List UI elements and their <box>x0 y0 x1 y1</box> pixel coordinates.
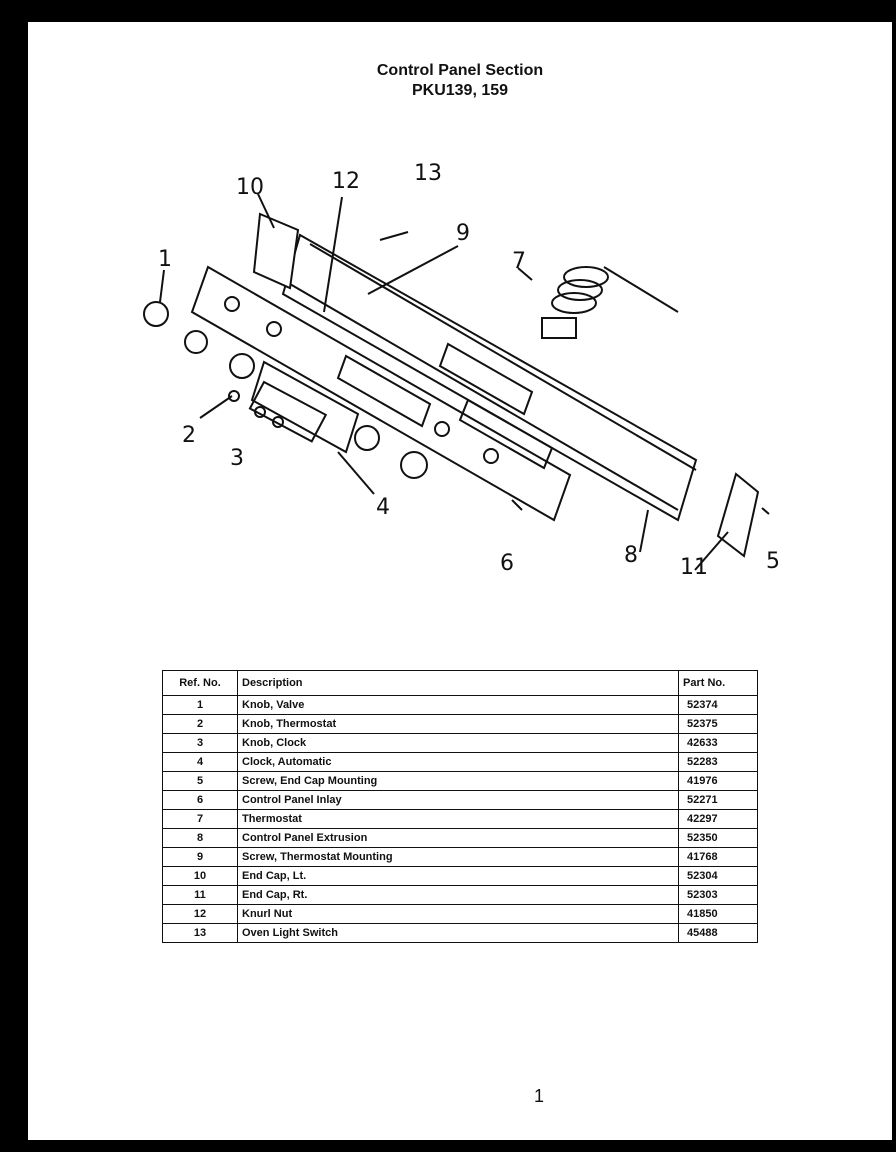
part-no-cell: 52350 <box>678 828 758 848</box>
description-cell: Knob, Thermostat <box>237 714 679 734</box>
part-no-cell: 41850 <box>678 904 758 924</box>
description-cell: Clock, Automatic <box>237 752 679 772</box>
description-header: Description <box>237 670 679 696</box>
part-no-cell: 52303 <box>678 885 758 905</box>
ref-no-header: Ref. No. <box>162 670 238 696</box>
control-panel-inlay <box>190 265 572 522</box>
end-cap-left <box>252 212 300 290</box>
callout-11: 11 <box>680 555 708 580</box>
extrusion-window <box>458 398 554 470</box>
knob-thermostat <box>229 353 255 379</box>
callout-5: 5 <box>766 549 780 574</box>
ref-no-cell: 11 <box>162 885 238 905</box>
knob-valve <box>354 425 380 451</box>
part-no-cell: 41768 <box>678 847 758 867</box>
page-number: 1 <box>534 1086 545 1106</box>
page-subtitle: PKU139, 159 <box>411 82 509 99</box>
callout-8: 8 <box>624 543 638 568</box>
description-cell: Knob, Valve <box>237 695 679 715</box>
part-no-cell: 42297 <box>678 809 758 829</box>
ref-no-cell: 6 <box>162 790 238 810</box>
part-no-cell: 52374 <box>678 695 758 715</box>
description-cell: Screw, Thermostat Mounting <box>237 847 679 867</box>
ref-no-cell: 5 <box>162 771 238 791</box>
description-cell: Knurl Nut <box>237 904 679 924</box>
callout-2: 2 <box>182 423 196 448</box>
callout-4: 4 <box>376 495 390 520</box>
knob-clock <box>228 390 240 402</box>
part-no-cell: 52283 <box>678 752 758 772</box>
callout-9: 9 <box>456 221 470 246</box>
knob-clock <box>254 406 266 418</box>
ref-no-cell: 2 <box>162 714 238 734</box>
callout-7: 7 <box>512 249 526 274</box>
clock-automatic <box>250 360 360 454</box>
part-no-cell: 41976 <box>678 771 758 791</box>
ref-no-cell: 4 <box>162 752 238 772</box>
ref-no-cell: 3 <box>162 733 238 753</box>
description-cell: Oven Light Switch <box>237 923 679 943</box>
extrusion-window <box>438 342 534 416</box>
ref-no-cell: 7 <box>162 809 238 829</box>
part-no-cell: 42633 <box>678 733 758 753</box>
ref-no-cell: 12 <box>162 904 238 924</box>
ref-no-cell: 8 <box>162 828 238 848</box>
ref-no-cell: 10 <box>162 866 238 886</box>
part-no-cell: 45488 <box>678 923 758 943</box>
knob-valve <box>143 301 169 327</box>
ref-no-cell: 1 <box>162 695 238 715</box>
description-cell: Screw, End Cap Mounting <box>237 771 679 791</box>
document-page: Control Panel Section PKU139, 159 <box>28 22 892 1140</box>
description-cell: End Cap, Rt. <box>237 885 679 905</box>
callout-13: 13 <box>414 161 442 186</box>
knob-clock <box>272 416 284 428</box>
thermostat-part <box>541 266 679 339</box>
callout-10: 10 <box>236 175 264 200</box>
table-header-row: Ref. No. Description Part No. <box>162 670 758 696</box>
page-title: Control Panel Section <box>376 62 544 79</box>
knob-valve <box>400 451 428 479</box>
oven-light-switch <box>379 231 409 241</box>
callout-3: 3 <box>230 446 244 471</box>
extrusion-window <box>336 354 432 428</box>
ref-no-cell: 13 <box>162 923 238 943</box>
part-no-cell: 52271 <box>678 790 758 810</box>
part-no-cell: 52375 <box>678 714 758 734</box>
exploded-parts-diagram: 1 2 3 4 5 6 7 8 9 10 11 12 13 <box>143 161 780 580</box>
ref-no-cell: 9 <box>162 847 238 867</box>
callout-6: 6 <box>500 551 514 576</box>
description-cell: Thermostat <box>237 809 679 829</box>
description-cell: Control Panel Extrusion <box>237 828 679 848</box>
part-no-header: Part No. <box>678 670 758 696</box>
callout-1: 1 <box>158 247 172 272</box>
end-cap-right <box>716 472 760 558</box>
description-cell: Control Panel Inlay <box>237 790 679 810</box>
callout-12: 12 <box>332 169 360 194</box>
description-cell: End Cap, Lt. <box>237 866 679 886</box>
knob-valve <box>184 330 208 354</box>
part-no-cell: 52304 <box>678 866 758 886</box>
description-cell: Knob, Clock <box>237 733 679 753</box>
